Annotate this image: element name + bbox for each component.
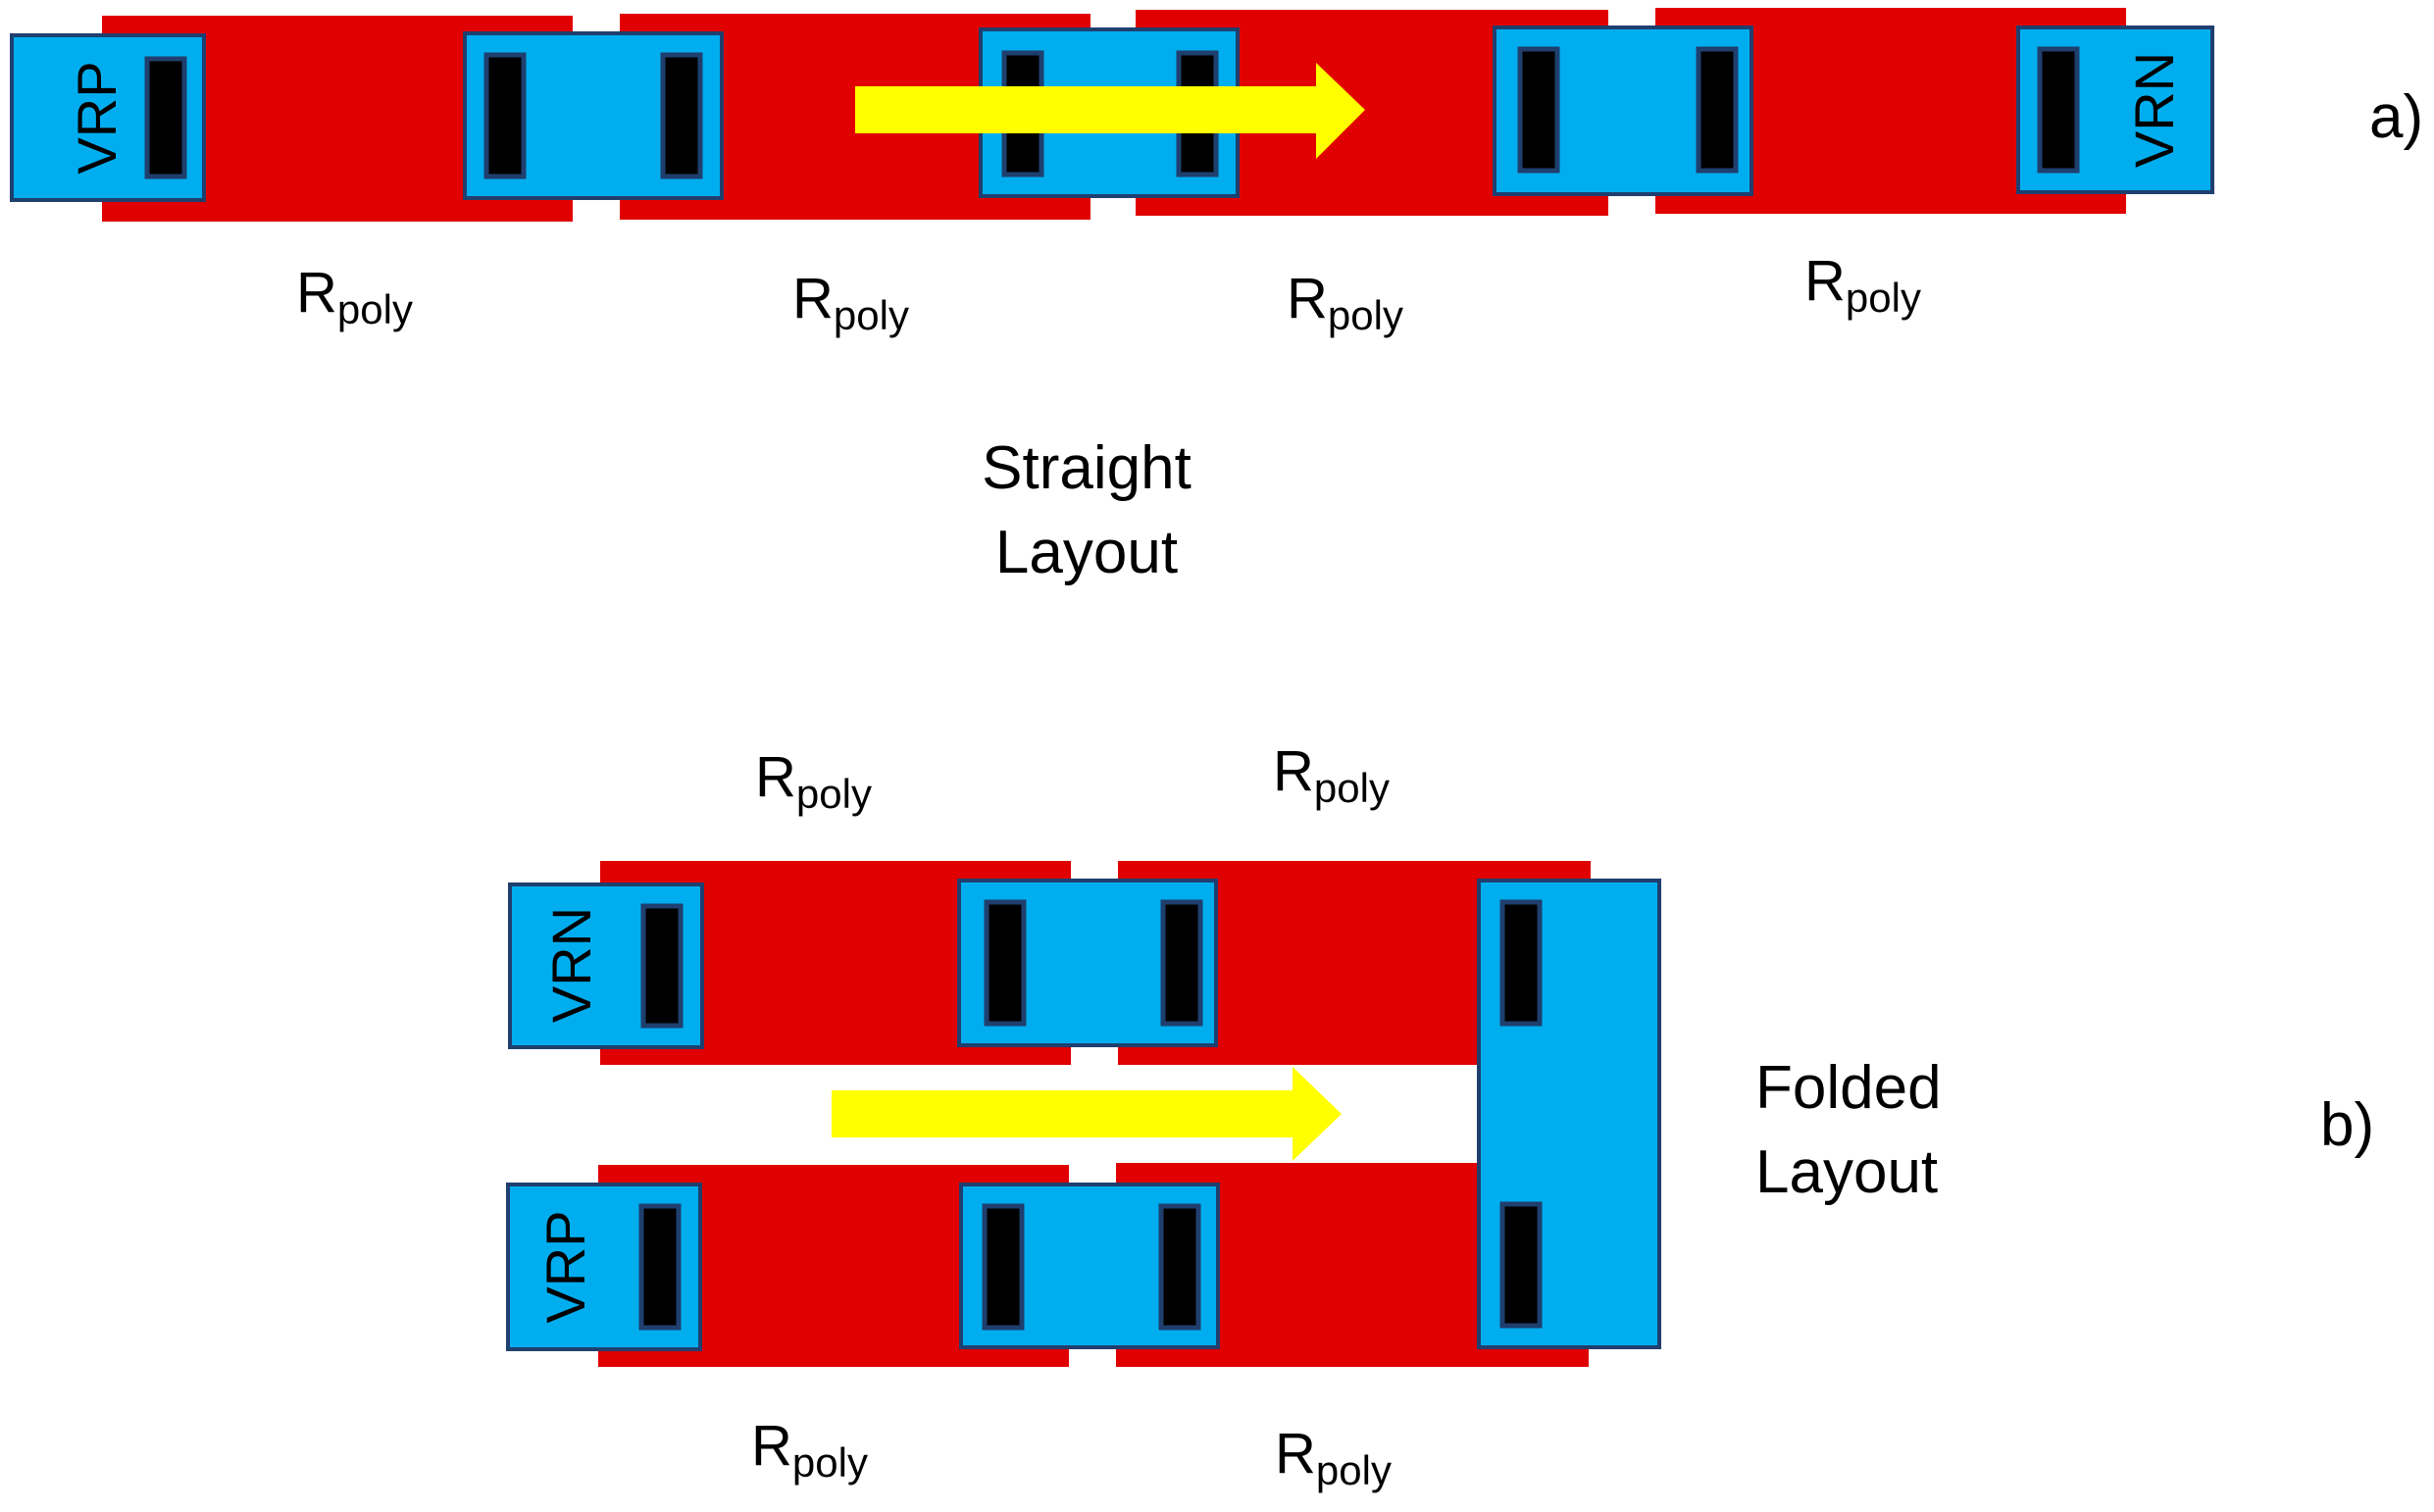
terminal-label-vrp: VRP: [66, 61, 127, 174]
panel-b-caption-line1: Folded: [1755, 1054, 1942, 1122]
resistor-label: Rpoly: [1287, 267, 1403, 338]
resistor-label: Rpoly: [296, 261, 413, 332]
resistor-label: Rpoly: [751, 1414, 868, 1486]
terminal-pad-vrn: VRN: [508, 882, 704, 1049]
terminal-label-vrp: VRP: [534, 1210, 596, 1323]
terminal-pad-vrp: VRP: [506, 1183, 702, 1351]
resistor-label: Rpoly: [1275, 1422, 1392, 1493]
panel-b-caption-line2: Layout: [1755, 1138, 1938, 1206]
via-pad: [463, 31, 724, 200]
via-pad: [957, 879, 1218, 1047]
resistor-label: Rpoly: [792, 267, 909, 338]
resistor-label: Rpoly: [1804, 249, 1921, 321]
terminal-label-vrn: VRN: [2123, 52, 2185, 168]
resistor-label: Rpoly: [1273, 739, 1390, 811]
via-pad: [959, 1183, 1220, 1349]
panel-a-tag: a): [2369, 83, 2423, 151]
panel-b-folded-layout: VRN VRP Rpoly: [506, 739, 2374, 1493]
resistor-label: Rpoly: [755, 745, 872, 817]
fold-connector-pad: [1477, 879, 1661, 1349]
terminal-label-vrn: VRN: [540, 907, 602, 1023]
panel-a-caption-line2: Layout: [995, 519, 1178, 586]
current-direction-arrow: [832, 1067, 1342, 1161]
terminal-pad-vrp: VRP: [10, 33, 206, 202]
current-direction-arrow: [855, 63, 1365, 159]
panel-b-tag: b): [2320, 1091, 2374, 1159]
panel-a-straight-layout: VRP VRN Rpoly: [10, 8, 2423, 586]
via-pad: [1493, 25, 1753, 196]
panel-a-caption-line1: Straight: [982, 434, 1192, 502]
terminal-pad-vrn: VRN: [2016, 25, 2214, 194]
